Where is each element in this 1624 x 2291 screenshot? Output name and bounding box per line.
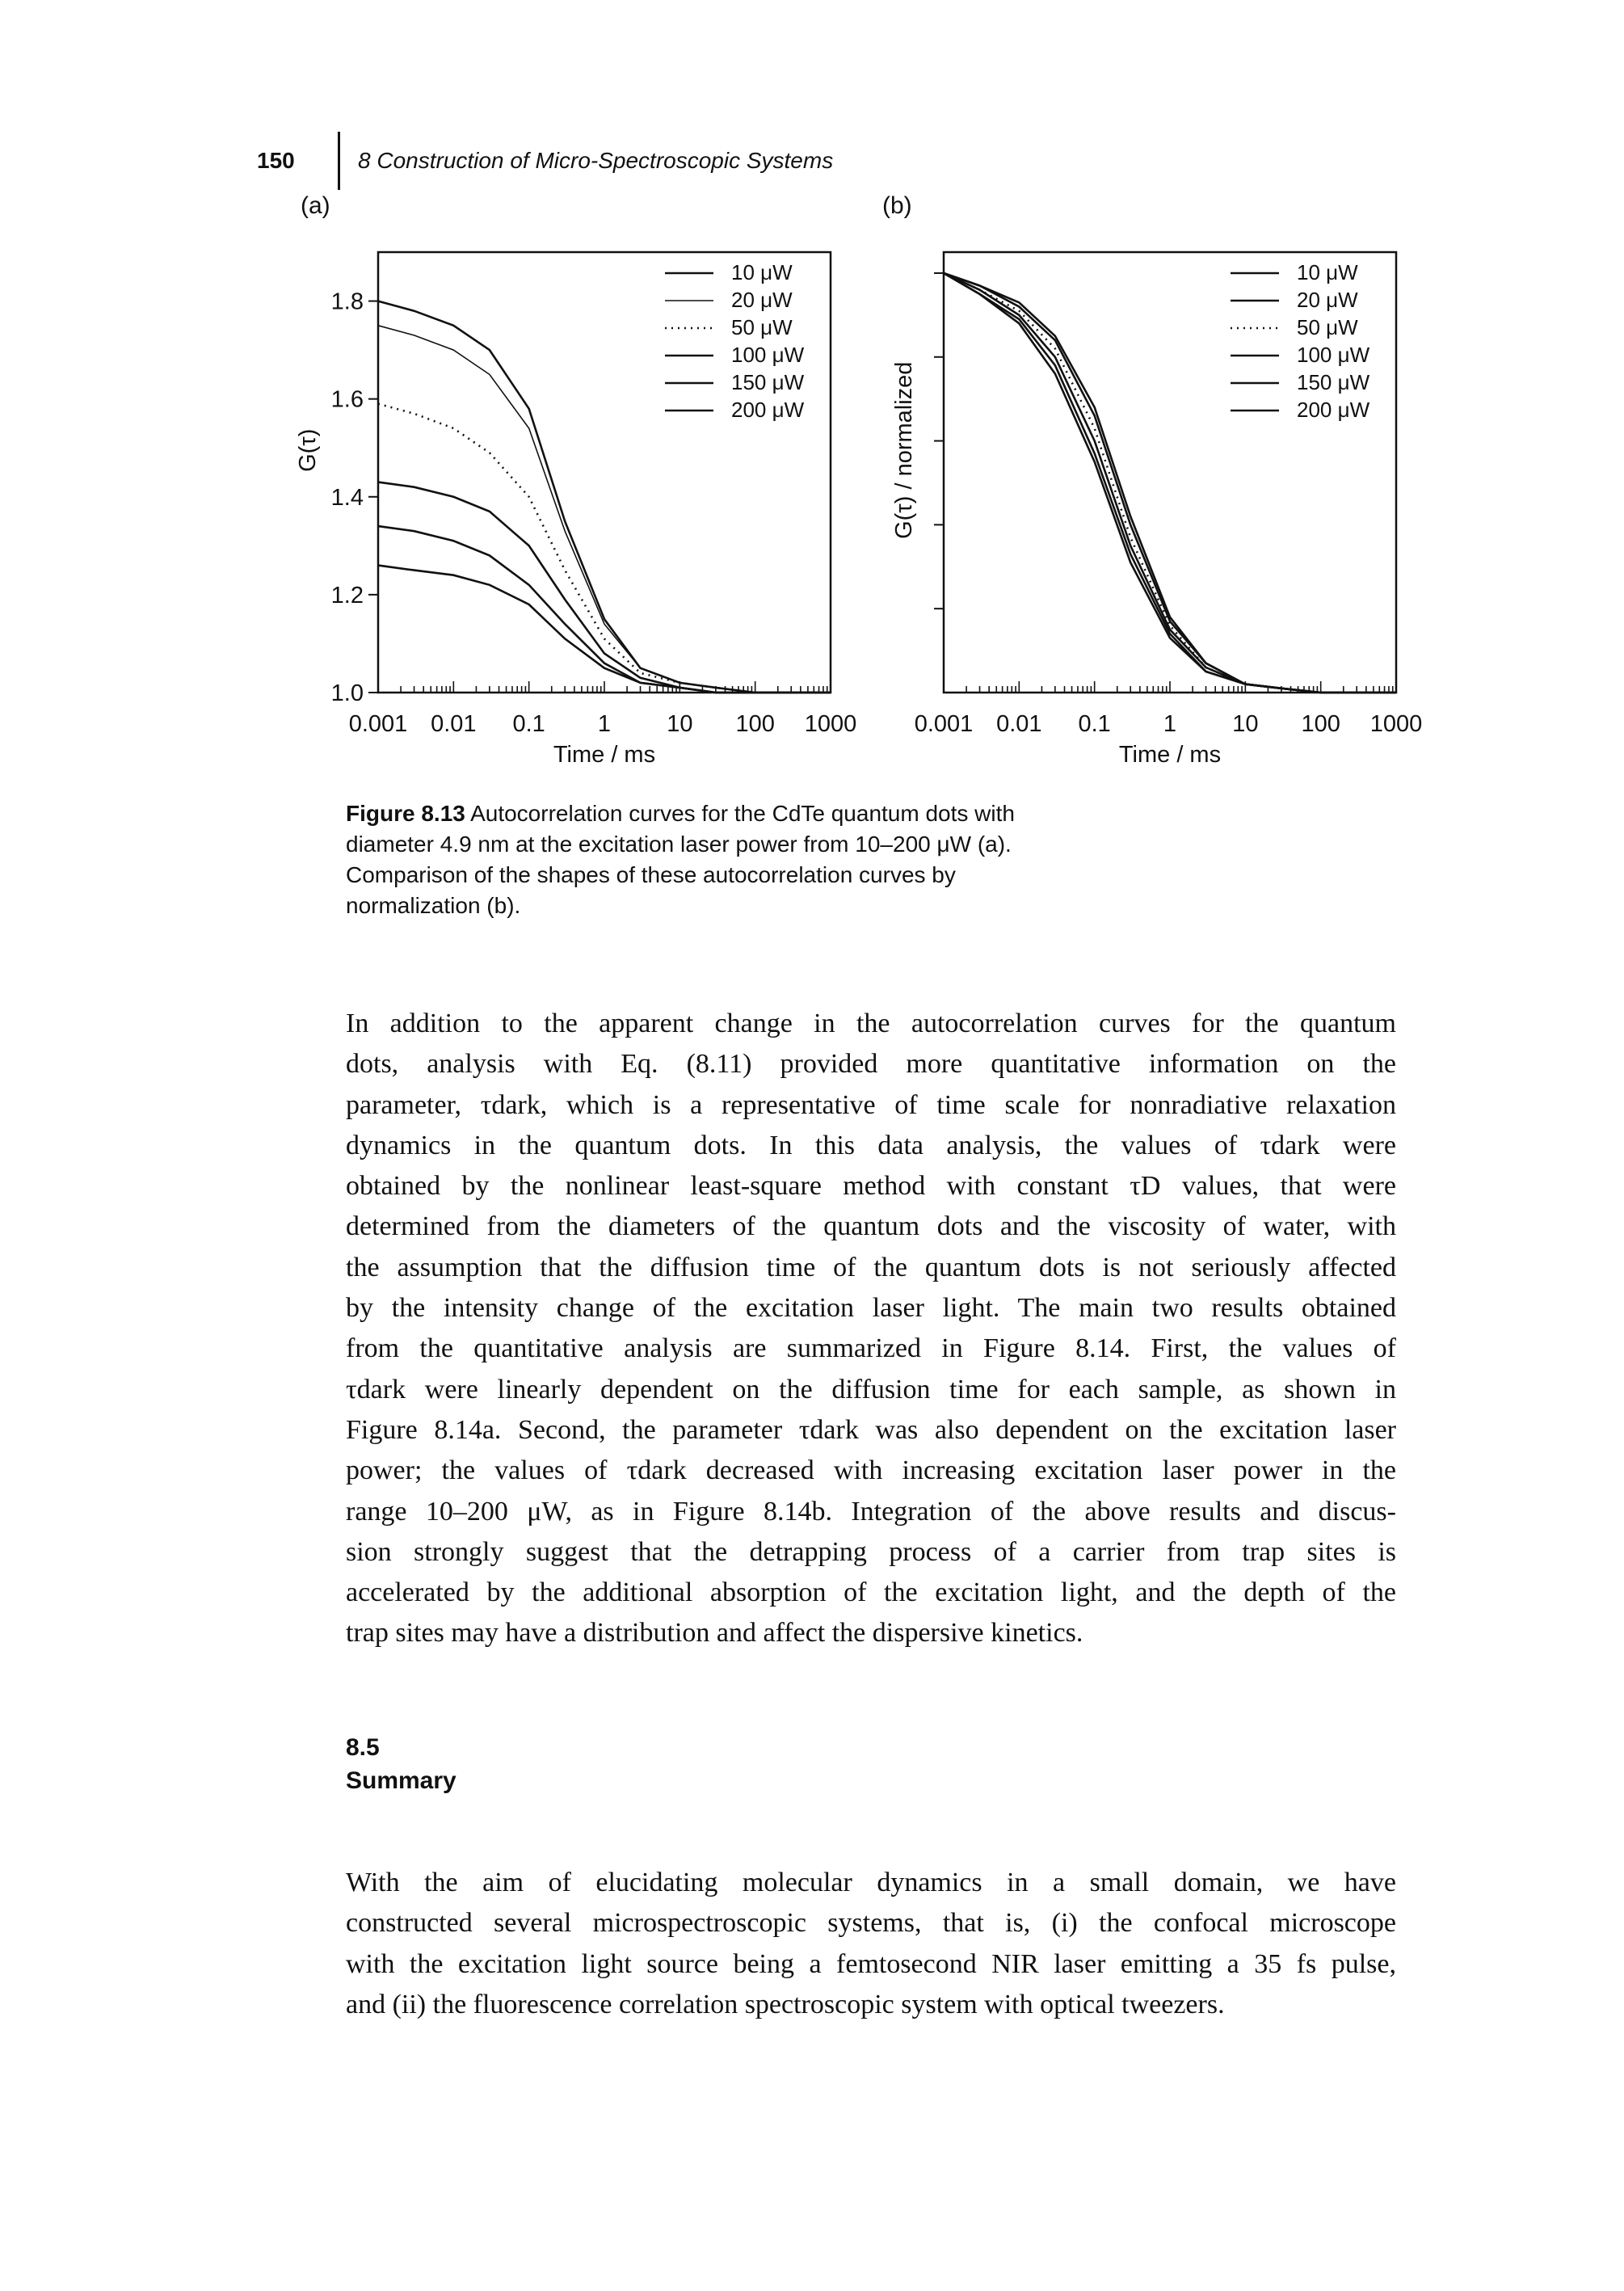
chapter-title: 8 Construction of Micro-Spectroscopic Sy…	[358, 148, 834, 173]
x-tick-label: 0.001	[349, 711, 408, 737]
text-line: range 10–200 μW, as in Figure 8.14b. Int…	[346, 1496, 1396, 1527]
text-line: constructed several microspectroscopic s…	[346, 1908, 1396, 1939]
y-tick-label: 1.6	[331, 387, 364, 413]
text-line: obtained by the nonlinear least-square m…	[346, 1171, 1396, 1202]
series-line-50uw	[943, 272, 1396, 694]
x-tick-label: 0.001	[915, 711, 974, 737]
text-line: with the excitation light source being a…	[346, 1948, 1396, 1979]
series-line-200uw	[377, 564, 831, 694]
x-tick-label: 100	[1301, 711, 1340, 737]
legend-label: 200 μW	[1297, 398, 1370, 422]
text-line: parameter, τdark, which is a representat…	[346, 1089, 1396, 1120]
legend-label: 10 μW	[1297, 260, 1358, 284]
legend-label: 20 μW	[731, 288, 793, 312]
text-line: and (ii) the fluorescence correlation sp…	[346, 1989, 1225, 2019]
x-tick-label: 1	[1163, 711, 1176, 737]
text-line: determined from the diameters of the qua…	[346, 1211, 1396, 1242]
y-tick-label: 1.8	[331, 289, 364, 315]
text-line: accelerated by the additional absorption…	[346, 1577, 1396, 1608]
x-tick-label: 10	[1232, 711, 1258, 737]
y-axis-label: G(τ) / normalized	[891, 362, 917, 539]
text-line: the assumption that the diffusion time o…	[346, 1252, 1396, 1282]
text-line: dynamics in the quantum dots. In this da…	[346, 1130, 1396, 1160]
panel-label-a: (a)	[301, 192, 330, 219]
x-axis-label: Time / ms	[553, 742, 655, 768]
series-line-100uw	[377, 481, 831, 694]
legend-label: 100 μW	[1297, 343, 1370, 367]
x-axis-label: Time / ms	[1119, 742, 1221, 768]
series-line-200uw	[943, 272, 1396, 694]
legend-label: 50 μW	[1297, 315, 1358, 339]
x-tick-label: 0.01	[431, 711, 476, 737]
figure-caption: Figure 8.13 Autocorrelation curves for t…	[346, 798, 1073, 921]
running-head: 150 8 Construction of Micro-Spectroscopi…	[257, 132, 834, 190]
legend-label: 10 μW	[731, 260, 793, 284]
page-number: 150	[257, 148, 295, 173]
text-line: by the intensity change of the excitatio…	[346, 1293, 1396, 1324]
legend-label: 150 μW	[1297, 370, 1370, 394]
legend-label: 100 μW	[731, 343, 805, 367]
x-tick-label: 1	[598, 711, 611, 737]
x-tick-label: 1000	[805, 711, 857, 737]
y-tick-label: 1.2	[331, 583, 364, 609]
x-tick-label: 10	[667, 711, 692, 737]
text-line: trap sites may have a distribution and a…	[346, 1618, 1083, 1649]
legend-label: 200 μW	[731, 398, 805, 422]
y-tick-label: 1.4	[331, 485, 364, 511]
x-tick-label: 100	[735, 711, 774, 737]
text-line: In addition to the apparent change in th…	[346, 1009, 1396, 1038]
body-paragraph-1: In addition to the apparent change in th…	[346, 1004, 1396, 1654]
caption-text: Autocorrelation curves for the CdTe quan…	[346, 801, 1015, 918]
text-line: sion strongly suggest that the detrappin…	[346, 1536, 1396, 1567]
text-line: τdark were linearly dependent on the dif…	[346, 1374, 1396, 1405]
panel-label-b: (b)	[882, 192, 912, 219]
y-axis-label: G(τ)	[295, 429, 321, 472]
text-line: from the quantitative analysis are summa…	[346, 1333, 1396, 1364]
text-line: power; the values of τdark decreased wit…	[346, 1455, 1396, 1486]
series-line-50uw	[377, 402, 831, 694]
x-tick-label: 0.1	[513, 711, 545, 737]
body-paragraph-2: With the aim of elucidating molecular dy…	[346, 1863, 1396, 2025]
section-number: 8.5	[346, 1734, 380, 1761]
legend-label: 150 μW	[731, 370, 805, 394]
text-line: Figure 8.14a. Second, the parameter τdar…	[346, 1414, 1396, 1445]
x-tick-label: 0.01	[996, 711, 1041, 737]
text-line: With the aim of elucidating molecular dy…	[346, 1868, 1396, 1897]
section-title: Summary	[346, 1767, 456, 1794]
text-line: dots, analysis with Eq. (8.11) provided …	[346, 1049, 1396, 1080]
legend-label: 20 μW	[1297, 288, 1358, 312]
caption-label: Figure 8.13	[346, 801, 465, 826]
legend-label: 50 μW	[731, 315, 793, 339]
x-tick-label: 0.1	[1079, 711, 1111, 737]
y-tick-label: 1.0	[331, 680, 364, 706]
header-divider	[338, 132, 340, 190]
x-tick-label: 1000	[1370, 711, 1423, 737]
